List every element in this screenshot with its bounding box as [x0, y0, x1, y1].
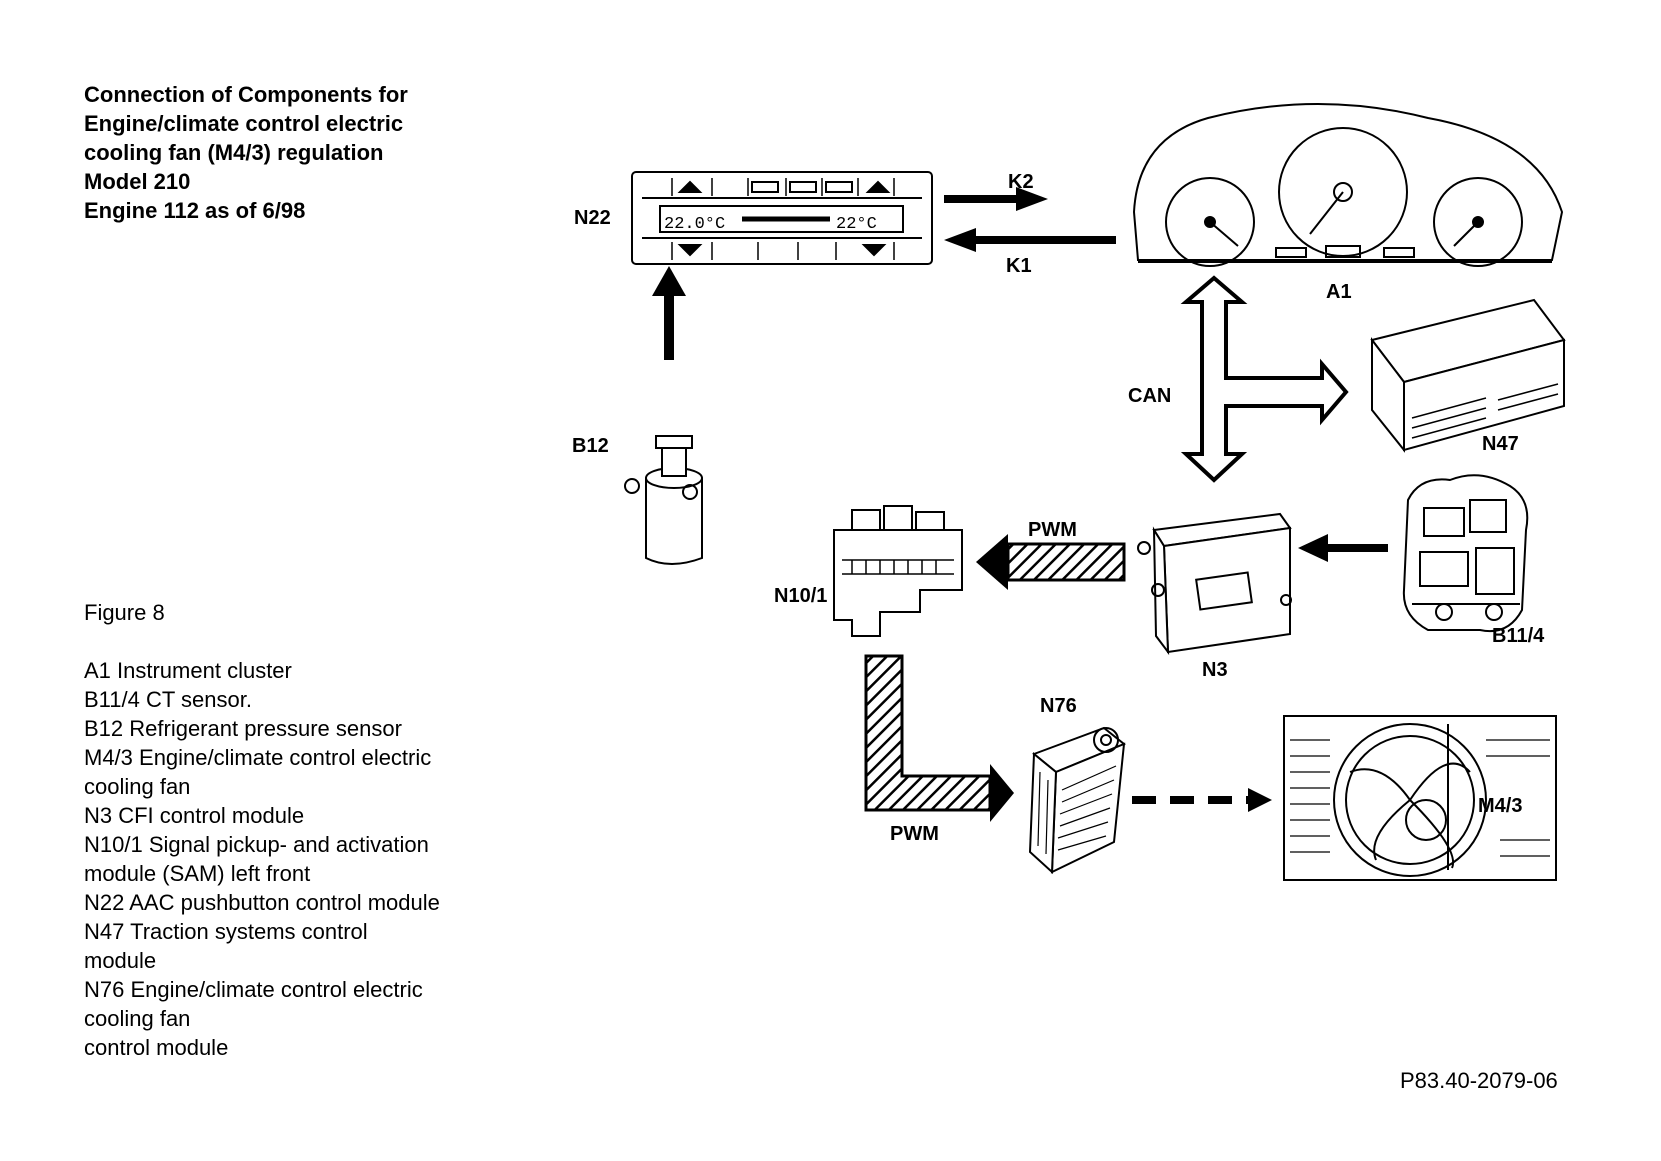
b12-pressure-sensor: [624, 266, 703, 565]
b11-4-ct-sensor: [1402, 474, 1529, 632]
title-line: Connection of Components for: [84, 82, 408, 107]
label-pwm-top: PWM: [1028, 519, 1077, 541]
label-n22: N22: [574, 207, 611, 229]
label-k1: K1: [1006, 255, 1032, 277]
n22-control-panel: [631, 171, 933, 265]
diagram-title: Connection of Components for Engine/clim…: [84, 80, 408, 225]
n3-cfi-control-module: [1137, 512, 1292, 656]
label-n10-1: N10/1: [774, 585, 827, 607]
legend-line: N22 AAC pushbutton control module: [84, 890, 440, 915]
label-n47: N47: [1482, 433, 1519, 455]
b11-4-arrow: [1298, 534, 1388, 562]
legend-line: module (SAM) left front: [84, 861, 311, 886]
label-a1: A1: [1326, 281, 1352, 303]
legend-line: N3 CFI control module: [84, 803, 305, 828]
legend-line: B12 Refrigerant pressure sensor: [84, 716, 402, 741]
legend-line: A1 Instrument cluster: [84, 658, 292, 683]
label-can: CAN: [1128, 385, 1171, 407]
figure-label: Figure 8: [84, 600, 165, 625]
label-n76: N76: [1040, 695, 1077, 717]
title-line: cooling fan (M4/3) regulation: [84, 140, 384, 165]
legend-line: cooling fan: [84, 1006, 191, 1031]
title-line: Model 210: [84, 169, 191, 194]
label-m4-3: M4/3: [1478, 795, 1522, 817]
label-b11-4: B11/4: [1492, 625, 1545, 647]
legend-line: B11/4 CT sensor.: [84, 687, 252, 712]
legend-line: cooling fan: [84, 774, 191, 799]
title-line: Engine 112 as of 6/98: [84, 198, 306, 223]
legend-line: control module: [84, 1035, 229, 1060]
legend-line: N10/1 Signal pickup- and activation: [84, 832, 429, 857]
legend-line: module: [84, 948, 157, 973]
pwm-arrow-top: [976, 534, 1126, 590]
legend-line: N47 Traction systems control: [84, 919, 368, 944]
label-pwm-bottom: PWM: [890, 823, 939, 845]
label-b12: B12: [572, 435, 609, 457]
k2-arrow: [944, 187, 1048, 211]
n10-1-sam-module: [833, 505, 963, 637]
can-bus-arrow: [1180, 275, 1349, 483]
n47-control-module: [1370, 298, 1566, 453]
n22-display-left: 22.0°C: [664, 215, 725, 234]
m4-3-cooling-fan: [1283, 715, 1557, 881]
component-legend: A1 Instrument cluster B11/4 CT sensor. B…: [84, 656, 440, 1062]
a1-instrument-cluster: [1132, 103, 1564, 267]
legend-line: N76 Engine/climate control electric: [84, 977, 423, 1002]
reference-code: P83.40-2079-06: [1400, 1068, 1558, 1093]
k1-arrow: [944, 228, 1116, 252]
label-n3: N3: [1202, 659, 1228, 681]
dashed-arrow-n76-to-m4-3: [1132, 788, 1272, 812]
legend-line: M4/3 Engine/climate control electric: [84, 745, 432, 770]
n76-fan-control-module: [1028, 726, 1126, 875]
title-line: Engine/climate control electric: [84, 111, 404, 136]
n22-display-right: 22°C: [836, 215, 877, 234]
label-k2: K2: [1008, 171, 1034, 193]
pwm-arrow-bottom: [864, 654, 1014, 822]
